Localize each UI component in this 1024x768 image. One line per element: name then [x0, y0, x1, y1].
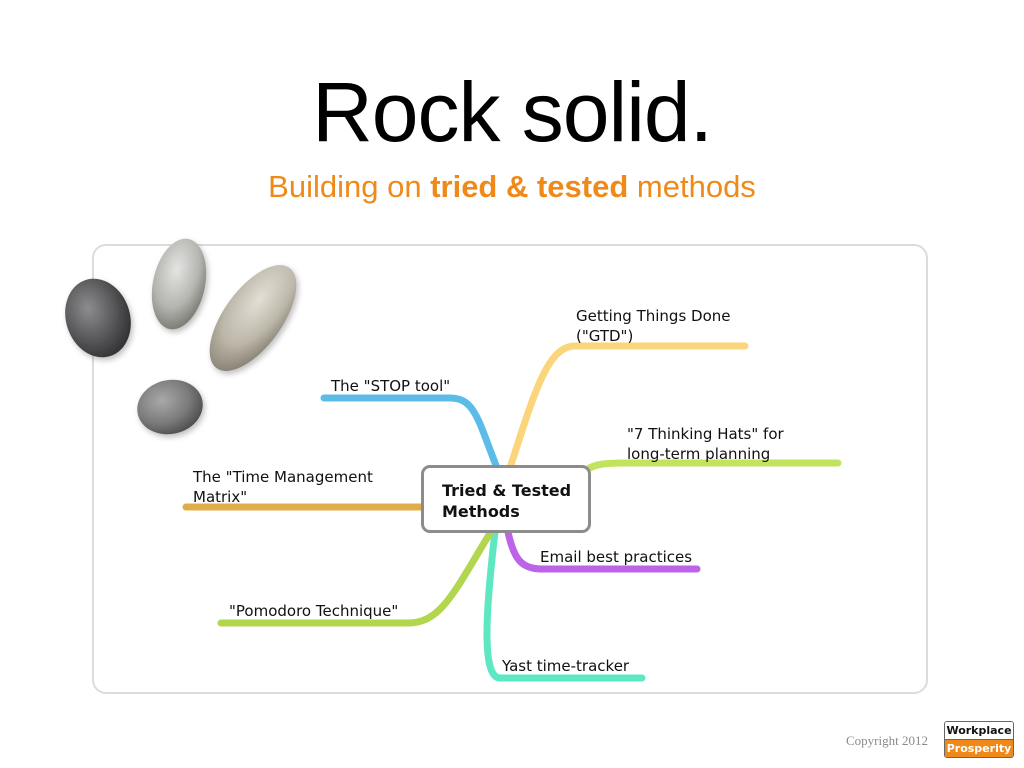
branch-line-email	[504, 528, 701, 573]
workplace-prosperity-logo: Workplace Prosperity	[944, 721, 1014, 758]
mindmap-frame	[92, 244, 928, 694]
branch-label-email[interactable]: Email best practices	[540, 547, 692, 567]
slide-subtitle: Building on tried & tested methods	[0, 168, 1024, 205]
rocks-image	[65, 238, 297, 435]
copyright-text: Copyright 2012	[846, 733, 928, 748]
branch-line-stop	[320, 394, 501, 472]
branch-label-pomodoro-line1: "Pomodoro Technique"	[229, 602, 399, 620]
subtitle-pre: Building on	[268, 169, 431, 204]
logo-line2: Prosperity	[945, 740, 1013, 757]
branch-label-hats-line2: long-term planning	[627, 445, 771, 463]
branch-label-gtd-line1: Getting Things Done	[576, 307, 731, 325]
branch-label-gtd[interactable]: Getting Things Done ("GTD")	[576, 306, 731, 346]
subtitle-post: methods	[628, 169, 756, 204]
slide-title: Rock solid.	[312, 65, 713, 159]
rock-light	[151, 238, 207, 330]
branch-line-gtd	[506, 342, 749, 472]
subtitle-bold: tried & tested	[430, 169, 629, 204]
center-node[interactable]: Tried & Tested Methods	[421, 465, 591, 533]
rock-dark	[65, 278, 131, 358]
branch-label-yast[interactable]: Yast time-tracker	[502, 656, 629, 676]
branch-line-pomodoro	[217, 526, 496, 627]
branch-label-email-line1: Email best practices	[540, 548, 693, 566]
branch-label-hats-line1: "7 Thinking Hats" for	[627, 425, 784, 443]
rock-speckled	[137, 379, 203, 435]
branch-label-matrix-line1: The "Time Management	[193, 468, 373, 486]
branch-label-yast-line1: Yast time-tracker	[502, 657, 630, 675]
branch-label-matrix[interactable]: The "Time Management Matrix"	[193, 467, 373, 507]
center-node-line1: Tried & Tested	[442, 481, 572, 500]
branch-label-stop[interactable]: The "STOP tool"	[331, 376, 450, 396]
branch-label-hats[interactable]: "7 Thinking Hats" for long-term planning	[627, 424, 784, 464]
branch-line-hats	[582, 459, 842, 474]
center-node-line2: Methods	[442, 502, 520, 521]
logo-line1: Workplace	[945, 722, 1013, 740]
branch-label-gtd-line2: ("GTD")	[576, 327, 634, 345]
branch-line-yast	[483, 528, 646, 682]
branch-label-pomodoro[interactable]: "Pomodoro Technique"	[229, 601, 398, 621]
branch-label-stop-line1: The "STOP tool"	[331, 377, 451, 395]
rock-beige	[209, 265, 297, 371]
branch-label-matrix-line2: Matrix"	[193, 488, 248, 506]
